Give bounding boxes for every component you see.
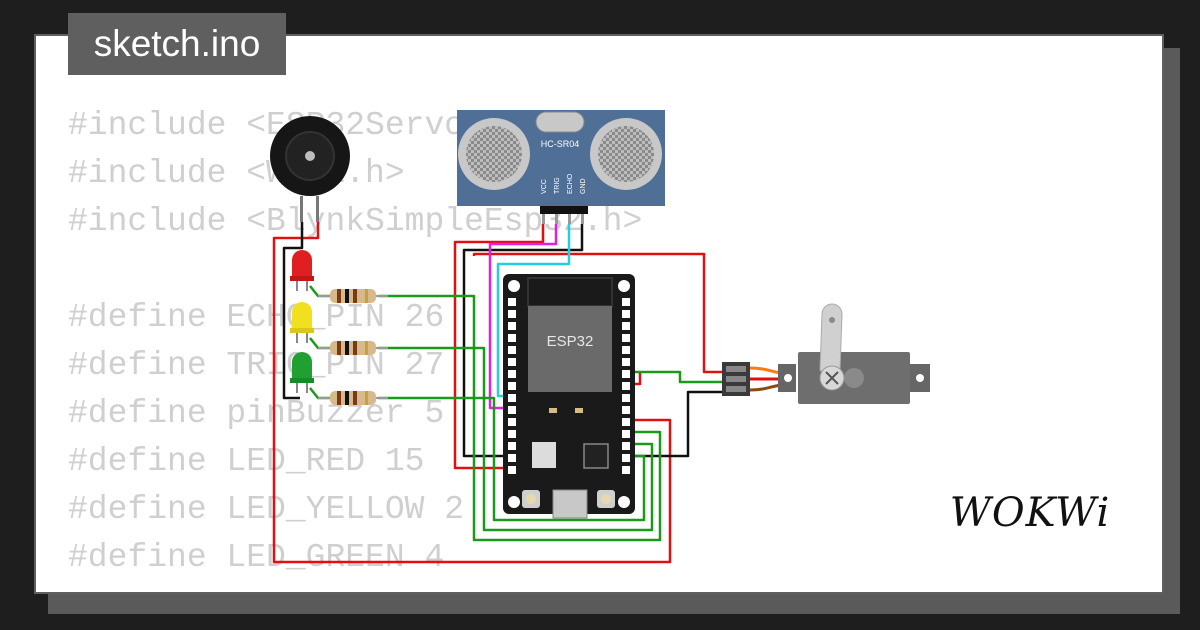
led-yellow[interactable]: [290, 302, 314, 343]
wire-trig-magenta: [488, 224, 558, 410]
sensor-pin-vcc: VCC: [541, 179, 548, 194]
file-tab[interactable]: sketch.ino: [68, 13, 286, 75]
sensor-pin-trig: TRIG: [554, 177, 561, 194]
led-red[interactable]: [290, 250, 314, 291]
wire-led-green-green: [378, 396, 646, 522]
servo-motor[interactable]: [778, 303, 930, 404]
board-pins-right: [622, 298, 630, 474]
sensor-label: HC-SR04: [541, 139, 580, 149]
board-label: ESP32: [547, 333, 594, 350]
resistor-green[interactable]: [318, 391, 388, 405]
resistor-red[interactable]: [318, 289, 388, 303]
code-line-7: #define pinBuzzer 5: [68, 395, 445, 432]
wire-led-red-green: [378, 294, 662, 542]
board-pins-left: [508, 298, 516, 474]
wire-servo-signal-green: [628, 370, 722, 384]
wire-gnd-servo: [628, 390, 722, 458]
code-line-9: #define LED_YELLOW 2: [68, 491, 465, 528]
wire-servo-red: [472, 252, 722, 374]
buzzer[interactable]: [270, 116, 350, 222]
ultrasonic-sensor[interactable]: HC-SR04 VCC TRIG ECHO GND: [457, 110, 665, 224]
esp32-board[interactable]: ESP32: [503, 274, 635, 519]
wire-gnd-buzzer: [282, 222, 304, 400]
wire-gnd-sensor: [462, 224, 584, 458]
wokwi-logo-text: WOKWi: [950, 490, 1111, 536]
wire-echo-cyan: [496, 224, 571, 398]
code-line-8: #define LED_RED 15: [68, 443, 425, 480]
wire-buzzer-red: [272, 222, 672, 564]
wire-led-yellow-green: [378, 346, 654, 532]
resistor-yellow[interactable]: [318, 341, 388, 355]
sensor-pin-gnd: GND: [580, 178, 587, 194]
sensor-pin-echo: ECHO: [567, 173, 574, 194]
servo-connector: [722, 362, 797, 396]
code-line-10: #define LED_GREEN 4: [68, 539, 445, 576]
wokwi-logo: WOKWi: [950, 490, 1111, 536]
led-green[interactable]: [290, 352, 314, 393]
